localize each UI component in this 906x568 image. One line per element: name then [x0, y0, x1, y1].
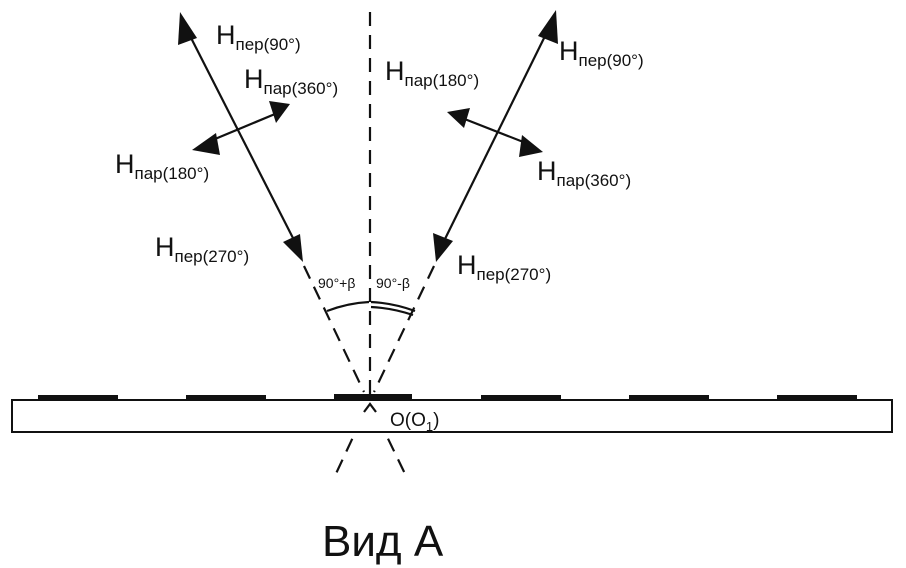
electrode-strip: [38, 395, 118, 401]
angle-label-right: 90°-β: [376, 275, 410, 291]
origin-marker: [363, 402, 377, 413]
substrate-plate: [11, 399, 893, 433]
right-angle-arc-inner: [370, 305, 414, 317]
right-par-180-arrowhead: [447, 108, 470, 128]
figure-caption: Вид А: [322, 517, 444, 566]
right-incidence-dashed-line: [373, 265, 435, 393]
right-per-vector-line: [442, 27, 550, 244]
right-angle-arc-outer: [370, 300, 416, 313]
label-right-par-180: Hпар(180°): [385, 56, 479, 90]
right-par-vector-line: [461, 116, 532, 147]
right-par-360-arrowhead: [519, 135, 543, 157]
left-per-270-arrowhead: [283, 234, 303, 262]
left-per-vector-line: [186, 29, 296, 243]
right-per-270-arrowhead: [433, 233, 453, 262]
left-per-90-arrowhead: [178, 12, 197, 45]
label-left-per-270: Hпер(270°): [155, 232, 249, 266]
right-per-90-arrowhead: [538, 10, 558, 44]
label-left-per-90: Hпер(90°): [216, 20, 301, 54]
electrode-strip: [777, 395, 857, 401]
angle-label-left: 90°+β: [318, 275, 355, 291]
left-angle-arc: [326, 300, 370, 313]
label-right-par-360: Hпар(360°): [537, 156, 631, 190]
electrode-strip: [481, 395, 561, 401]
label-right-per-90: Hпер(90°): [559, 36, 644, 70]
label-left-par-360: Hпар(360°): [244, 64, 338, 98]
electrode-strip: [186, 395, 266, 401]
origin-label: O(O1): [390, 410, 439, 434]
left-par-360-arrowhead: [269, 101, 290, 123]
label-right-per-270: Hпер(270°): [457, 250, 551, 284]
left-par-180-arrowhead: [192, 133, 220, 155]
electrode-strip: [629, 395, 709, 401]
electrode-strip: [334, 394, 412, 401]
label-left-par-180: Hпар(180°): [115, 149, 209, 183]
left-incidence-dashed-line: [303, 265, 365, 393]
